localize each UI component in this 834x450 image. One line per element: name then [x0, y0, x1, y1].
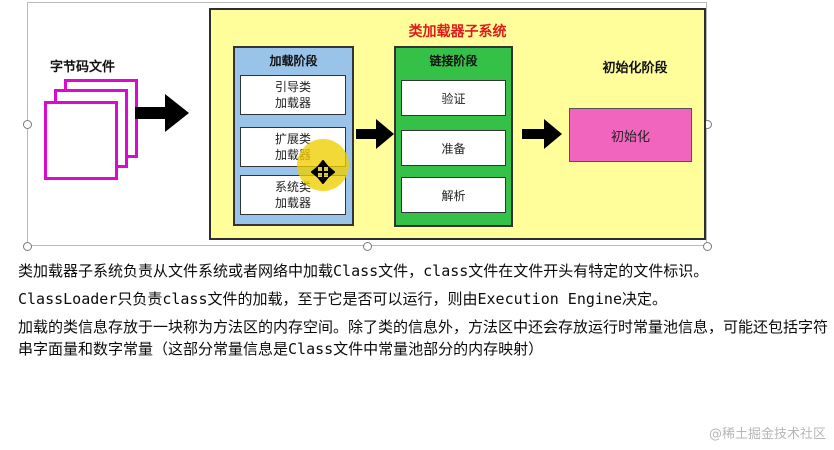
arrow-right-icon [135, 94, 189, 132]
watermark: @稀土掘金技术社区 [708, 427, 826, 442]
resize-handle-bottom-left[interactable] [23, 242, 32, 251]
subsystem-title: 类加载器子系统 [408, 24, 507, 40]
bytecode-files-label: 字节码文件 [50, 60, 116, 75]
bootstrap-class-loader: 引导类加载器 [240, 75, 346, 115]
initialization-box: 初始化 [569, 108, 692, 162]
resize-handle-bottom[interactable] [363, 242, 372, 251]
description-text: 类加载器子系统负责从文件系统或者网络中加载Class文件，class文件在文件开… [18, 260, 833, 366]
resize-handle-bottom-right[interactable] [703, 242, 712, 251]
description-paragraph: 加载的类信息存放于一块称为方法区的内存空间。除了类的信息外，方法区中还会存放运行… [18, 318, 829, 358]
bytecode-page-front [44, 101, 118, 180]
arrow-right-icon [356, 119, 394, 149]
move-cursor-icon [311, 160, 335, 184]
verification-step: 验证 [401, 80, 506, 116]
preparation-step: 准备 [401, 130, 506, 166]
arrow-right-icon [522, 119, 562, 149]
resize-handle-left[interactable] [23, 120, 32, 129]
resolution-step: 解析 [401, 177, 506, 213]
description-paragraph: ClassLoader只负责class文件的加载，至于它是否可以运行，则由Exe… [18, 290, 667, 308]
loading-phase-title: 加载阶段 [269, 54, 318, 68]
description-paragraph: 类加载器子系统负责从文件系统或者网络中加载Class文件，class文件在文件开… [18, 262, 709, 280]
initialization-phase-title: 初始化阶段 [602, 61, 668, 76]
linking-phase-title: 链接阶段 [429, 54, 478, 68]
